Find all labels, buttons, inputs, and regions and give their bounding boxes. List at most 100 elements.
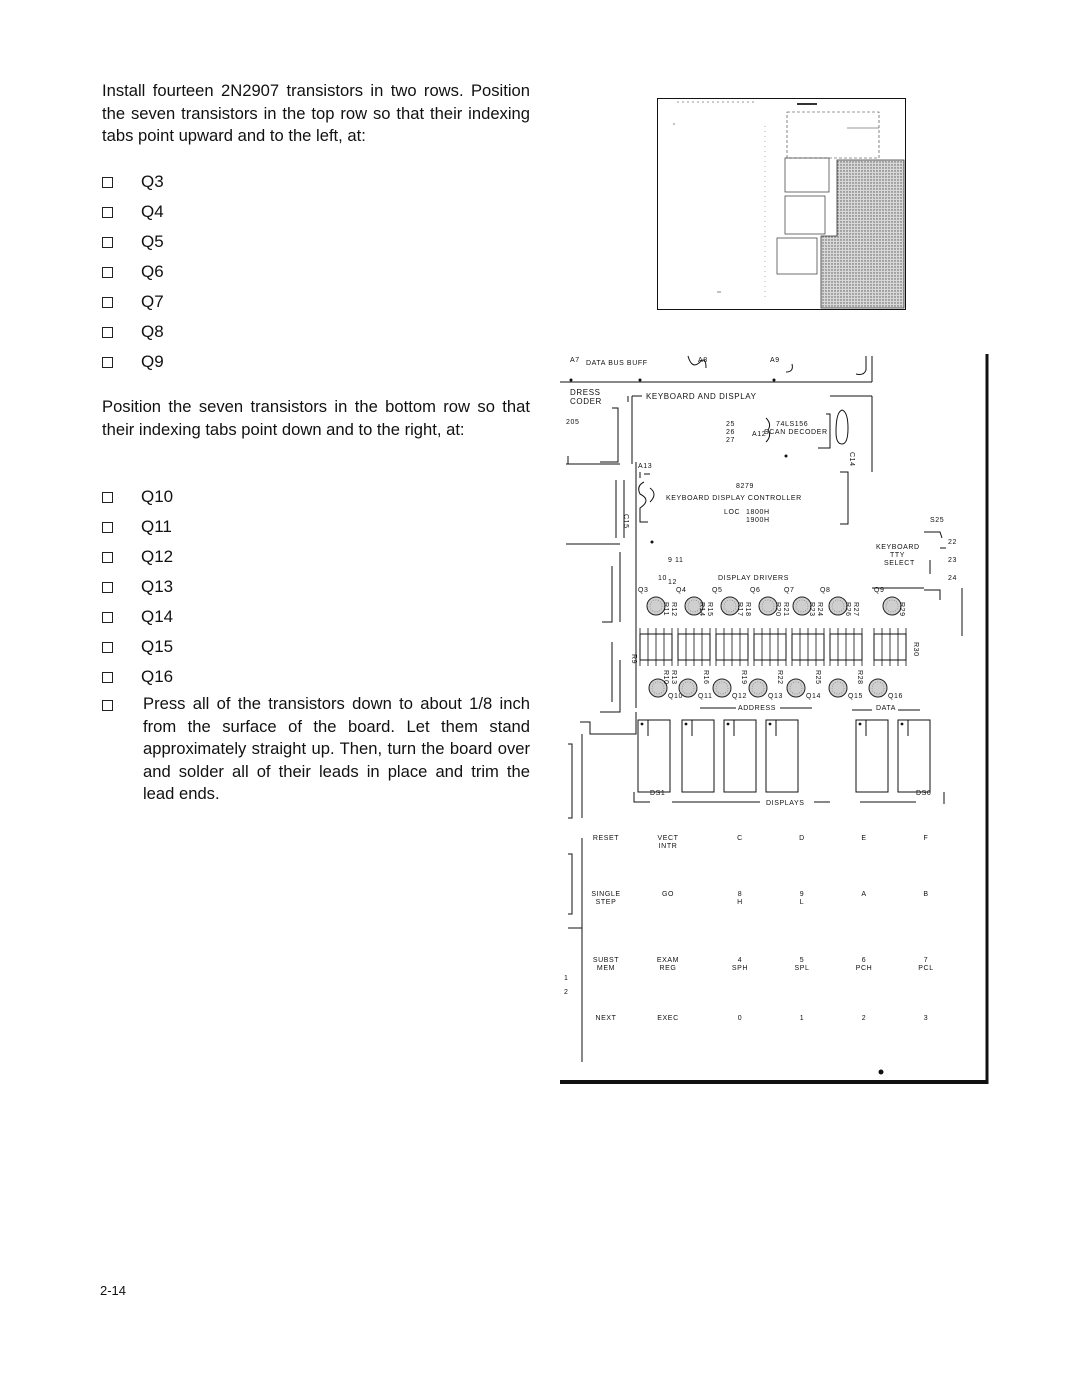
key-9-l-label: 9 xyxy=(800,891,805,898)
label-r12: R12 xyxy=(670,602,677,617)
checklist-item[interactable]: Q5 xyxy=(102,227,164,257)
checkbox-icon[interactable] xyxy=(102,326,113,338)
transistor-body xyxy=(648,678,668,698)
led-display-ds5 xyxy=(855,719,889,793)
label-ds1: DS1 xyxy=(650,790,665,797)
checkbox-icon[interactable] xyxy=(102,671,113,683)
label-address-decoder-2: CODER xyxy=(570,397,602,406)
checklist-item[interactable]: Q11 xyxy=(102,512,173,542)
key-0[interactable]: 0 xyxy=(738,1015,743,1022)
checklist-item[interactable]: Q4 xyxy=(102,197,164,227)
checkbox-icon[interactable] xyxy=(102,641,113,653)
checkbox-icon[interactable] xyxy=(102,206,113,218)
checklist-item[interactable]: Q16 xyxy=(102,662,173,692)
key-exam-reg-label: EXAM xyxy=(657,957,679,964)
key-9-l[interactable]: 9L xyxy=(800,891,805,906)
final-step-item[interactable]: Press all of the transistors down to abo… xyxy=(102,693,530,806)
key-8-h-label: 8 xyxy=(738,891,743,898)
key-1[interactable]: 1 xyxy=(800,1015,805,1022)
transistor-body xyxy=(748,678,768,698)
board-locator-thumbnail xyxy=(657,98,906,310)
key-e[interactable]: E xyxy=(861,835,866,842)
key-f[interactable]: F xyxy=(924,835,929,842)
key-1-label: 1 xyxy=(800,1015,805,1022)
checkbox-icon[interactable] xyxy=(102,236,113,248)
checklist-item[interactable]: Q9 xyxy=(102,347,164,377)
page-number: 2-14 xyxy=(100,1283,127,1298)
transistor-q6 xyxy=(758,596,778,616)
checkbox-icon[interactable] xyxy=(102,356,113,368)
label-r11: R11 xyxy=(662,602,669,616)
transistor-body xyxy=(758,596,778,616)
key-5-spl-label: SPL xyxy=(794,965,809,972)
key-6-pch-label: 6 xyxy=(862,957,867,964)
checklist-item[interactable]: Q12 xyxy=(102,542,173,572)
label-q3: Q3 xyxy=(638,587,649,594)
label-r14: R14 xyxy=(698,602,705,617)
checkbox-icon[interactable] xyxy=(102,491,113,503)
checkbox-icon[interactable] xyxy=(102,611,113,623)
label-pin-26: 26 xyxy=(726,429,735,436)
transistor-q4 xyxy=(684,596,704,616)
checkbox-icon[interactable] xyxy=(102,551,113,563)
key-d[interactable]: D xyxy=(799,835,805,842)
checkbox-icon[interactable] xyxy=(102,521,113,533)
label-a9: A9 xyxy=(770,357,780,364)
label-r21: R21 xyxy=(782,602,789,617)
checklist-item[interactable]: Q8 xyxy=(102,317,164,347)
label-205: 205 xyxy=(566,419,579,426)
checkbox-icon[interactable] xyxy=(102,581,113,593)
key-2[interactable]: 2 xyxy=(862,1015,867,1022)
checkbox-icon[interactable] xyxy=(102,296,113,308)
checklist-item[interactable]: Q15 xyxy=(102,632,173,662)
key-exam-reg-label: REG xyxy=(660,965,677,972)
key-a[interactable]: A xyxy=(861,891,866,898)
checkbox-icon[interactable] xyxy=(102,176,113,188)
transistor-q3 xyxy=(646,596,666,616)
key-3[interactable]: 3 xyxy=(924,1015,929,1022)
key-next[interactable]: NEXT xyxy=(595,1015,616,1022)
key-exec[interactable]: EXEC xyxy=(657,1015,678,1022)
key-reset[interactable]: RESET xyxy=(593,835,619,842)
transistor-body xyxy=(646,596,666,616)
label-pin-10: 10 xyxy=(658,575,667,582)
label-q8: Q8 xyxy=(820,587,831,594)
label-a13: A13 xyxy=(638,463,652,470)
checkbox-icon[interactable] xyxy=(102,266,113,278)
label-q16: Q16 xyxy=(888,693,903,700)
transistor-q13 xyxy=(748,678,768,698)
resistor-bank xyxy=(639,628,907,666)
label-loc-1900h: 1900H xyxy=(746,517,770,524)
checklist-item[interactable]: Q13 xyxy=(102,572,173,602)
key-reset-label: RESET xyxy=(593,835,619,842)
checklist-item[interactable]: Q14 xyxy=(102,602,173,632)
checklist-item[interactable]: Q10 xyxy=(102,482,173,512)
key-8-h[interactable]: 8H xyxy=(737,891,743,906)
checklist-item[interactable]: Q3 xyxy=(102,167,164,197)
key-c[interactable]: C xyxy=(737,835,743,842)
checklist-item[interactable]: Q7 xyxy=(102,287,164,317)
key-subst-mem-label: MEM xyxy=(597,965,615,972)
key-b[interactable]: B xyxy=(923,891,928,898)
led-display-ds3 xyxy=(723,719,757,793)
label-loc: LOC xyxy=(724,509,740,516)
key-go[interactable]: GO xyxy=(662,891,674,898)
checkbox-icon[interactable] xyxy=(102,700,113,711)
transistor-body xyxy=(684,596,704,616)
key-go-label: GO xyxy=(662,891,674,898)
checklist-item[interactable]: Q6 xyxy=(102,257,164,287)
label-r13: R13 xyxy=(670,670,677,685)
board-detail-diagram: A7 DATA BUS BUFF A8 A9 DRESS CODER KEYBO… xyxy=(560,354,989,1084)
label-loc-1800h: 1800H xyxy=(746,509,770,516)
